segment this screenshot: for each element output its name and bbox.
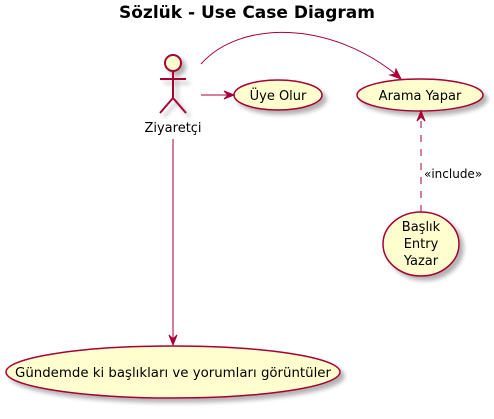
actor-ziyaretci[interactable] xyxy=(159,54,187,114)
actor-left-leg xyxy=(159,97,174,114)
use-case-register[interactable]: Üye Olur xyxy=(233,79,323,111)
edge-actor-register-arrowhead xyxy=(223,90,236,100)
actor-name: Ziyaretçi xyxy=(144,121,201,136)
edge-actor-view-arrowhead xyxy=(168,334,178,347)
edge-include: «include» xyxy=(416,109,482,212)
use-case-search-label: Arama Yapar xyxy=(379,89,462,104)
use-case-write-line-1: Başlık xyxy=(402,220,441,235)
use-case-write-line-3: Yazar xyxy=(403,254,439,269)
use-case-search-shape xyxy=(356,78,484,112)
include-label: «include» xyxy=(424,167,482,181)
actor-right-leg xyxy=(172,97,187,114)
edge-actor-search-arrowhead xyxy=(388,67,403,80)
stick-figure-icon xyxy=(159,54,187,114)
edge-actor-register xyxy=(201,90,236,100)
use-case-register-label: Üye Olur xyxy=(250,87,307,104)
use-case-view[interactable]: Gündemde ki başlıkları ve yorumları görü… xyxy=(5,345,341,399)
edge-include-arrowhead xyxy=(416,109,426,122)
use-case-write[interactable]: Başlık Entry Yazar xyxy=(382,211,460,277)
diagram-title: Sözlük - Use Case Diagram xyxy=(119,3,375,23)
edge-actor-search xyxy=(200,32,403,80)
edge-actor-search-line xyxy=(200,32,399,77)
actor-head xyxy=(164,54,182,72)
use-case-search[interactable]: Arama Yapar xyxy=(356,78,484,112)
edge-actor-view xyxy=(168,139,178,347)
use-case-view-label: Gündemde ki başlıkları ve yorumları görü… xyxy=(15,366,332,381)
use-case-write-line-2: Entry xyxy=(404,237,439,252)
